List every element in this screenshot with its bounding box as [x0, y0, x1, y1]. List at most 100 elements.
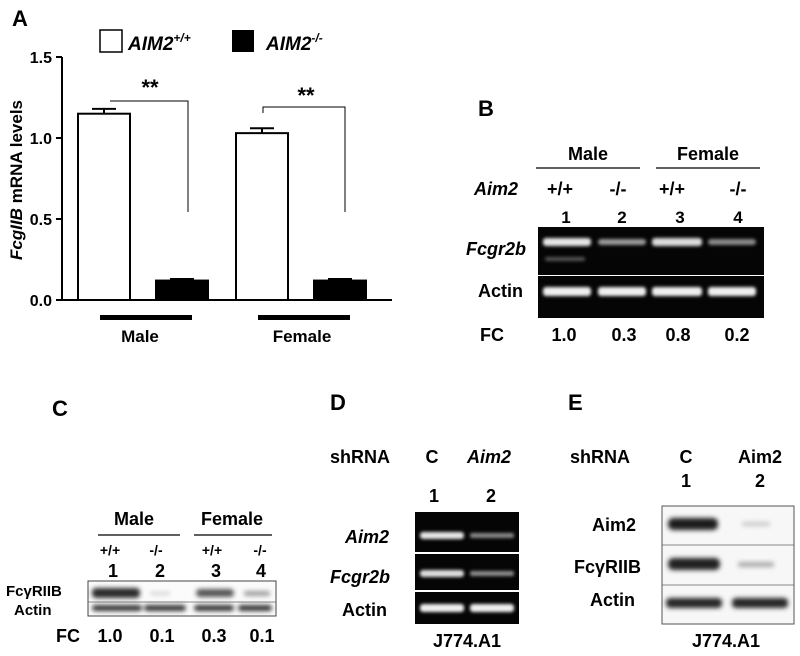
- bar-female-ko: [313, 279, 367, 301]
- band-d-fcgr2b-2: [470, 571, 514, 576]
- panel-b-female-label: Female: [677, 144, 739, 164]
- panel-b-fc-2: 0.3: [611, 325, 636, 345]
- panel-b-genotype-1: +/+: [547, 179, 573, 199]
- panel-c-genotype-3: +/+: [202, 542, 222, 558]
- panel-c: C Male Female +/+ -/- +/+ -/- 1 2 3 4 Fc…: [6, 396, 277, 646]
- panel-e-shrna-label: shRNA: [570, 447, 630, 467]
- band-c-fcgr-2: [150, 592, 170, 595]
- panel-c-fc-4: 0.1: [249, 626, 274, 646]
- panel-d-lane-1: 1: [429, 486, 439, 506]
- panel-b-row-fcgr2b: Fcgr2b: [466, 239, 526, 259]
- error-bar-female-wt: [250, 127, 274, 134]
- panel-b-fc-4: 0.2: [724, 325, 749, 345]
- band-d-fcgr2b-1: [420, 570, 464, 577]
- panel-b-fc-1: 1.0: [551, 325, 576, 345]
- panel-e-lane-2: 2: [755, 471, 765, 491]
- panel-b-fc-label: FC: [480, 325, 504, 345]
- band-b-actin-3: [652, 287, 702, 296]
- panel-b-genotype-3: +/+: [659, 179, 685, 199]
- panel-d-row-fcgr2b: Fcgr2b: [330, 567, 390, 587]
- panel-c-genotype-4: -/-: [253, 542, 267, 558]
- panel-d-cond-c: C: [426, 447, 439, 467]
- panel-c-genotype-2: -/-: [149, 542, 163, 558]
- group-label-male: Male: [121, 327, 159, 346]
- panel-b-genotype-label: Aim2: [473, 179, 518, 199]
- y-tick-group: 0.0 0.5 1.0 1.5: [30, 50, 62, 310]
- band-c-actin-4: [238, 605, 272, 611]
- panel-b-letter: B: [478, 96, 494, 121]
- panel-c-female-label: Female: [201, 509, 263, 529]
- panel-e-row-fcgr: FcγRIIB: [574, 557, 641, 577]
- band-c-actin-3: [194, 605, 234, 611]
- panel-d-cond-aim2: Aim2: [466, 447, 511, 467]
- panel-e-cond-aim2: Aim2: [738, 447, 782, 467]
- panel-c-genotype-1: +/+: [100, 542, 120, 558]
- panel-b-lane-2: 2: [617, 208, 626, 227]
- band-c-actin-2: [144, 605, 186, 611]
- band-b-actin-4: [708, 287, 756, 296]
- panel-b-lane-4: 4: [733, 208, 743, 227]
- panel-c-fc-1: 1.0: [97, 626, 122, 646]
- panel-d-row-aim2: Aim2: [344, 527, 389, 547]
- sig-bracket-female: [262, 106, 346, 212]
- band-d-actin-2: [470, 604, 514, 612]
- band-c-fcgr-3: [196, 589, 234, 597]
- panel-e: E shRNA C Aim2 1 2 Aim2 FcγRIIB Actin J7…: [568, 390, 795, 651]
- panel-d-row-actin: Actin: [342, 600, 387, 620]
- band-e-actin-1: [666, 598, 722, 608]
- panel-d-lane-2: 2: [486, 486, 496, 506]
- y-axis-label: FcgIIB mRNA levels: [7, 100, 26, 260]
- panel-e-row-actin: Actin: [590, 590, 635, 610]
- legend-wt-swatch: [99, 29, 123, 53]
- panel-b-fc-3: 0.8: [665, 325, 690, 345]
- y-tick-label-1: 0.5: [30, 212, 52, 229]
- band-d-aim2-2: [470, 533, 514, 538]
- panel-d: D shRNA C Aim2 1 2 Aim2 Fcgr2b Actin J77…: [330, 390, 519, 651]
- blot-c-bands: [92, 588, 272, 611]
- panel-c-male-label: Male: [114, 509, 154, 529]
- band-b-fcgr2b-1-lower: [545, 257, 585, 261]
- error-bar-male-wt: [92, 107, 116, 114]
- panel-a: A AIM2+/+ AIM2-/- FcgIIB mRNA levels 0.0…: [7, 6, 392, 346]
- band-d-aim2-1: [420, 532, 464, 539]
- band-c-actin-1: [92, 605, 142, 611]
- band-b-fcgr2b-2: [598, 239, 646, 245]
- panel-c-row-fcgr: FcγRIIB: [6, 583, 62, 600]
- panel-c-lane-3: 3: [211, 561, 221, 581]
- band-b-fcgr2b-3: [652, 238, 702, 246]
- band-e-fcgr-1: [668, 558, 720, 570]
- band-b-fcgr2b-4: [708, 239, 756, 245]
- gel-b-fcgr2b: [538, 227, 764, 275]
- blot-e-bands: [666, 518, 788, 608]
- band-c-fcgr-4: [244, 591, 270, 596]
- band-b-actin-1: [543, 287, 591, 296]
- band-e-aim2-2: [742, 522, 770, 526]
- panel-d-letter: D: [330, 390, 346, 415]
- panel-e-letter: E: [568, 390, 583, 415]
- gel-b-bands: [543, 238, 756, 296]
- panel-b-genotype-4: -/-: [730, 179, 747, 199]
- gel-d-bands: [420, 532, 514, 612]
- panel-a-letter: A: [12, 6, 28, 31]
- bar-male-ko: [155, 279, 209, 301]
- panel-c-letter: C: [52, 396, 68, 421]
- y-tick-label-0: 0.0: [30, 293, 52, 310]
- panel-c-row-actin: Actin: [14, 602, 52, 619]
- panel-c-fc-label: FC: [56, 626, 80, 646]
- legend-wt-label: AIM2+/+: [127, 31, 191, 55]
- group-bar-female: [258, 315, 350, 320]
- panel-b-lane-3: 3: [675, 208, 684, 227]
- band-c-fcgr-1: [92, 588, 140, 598]
- sig-label-female: **: [297, 83, 315, 108]
- bar-female-wt: [235, 132, 289, 301]
- band-e-aim2-1: [668, 518, 718, 530]
- legend-ko-label: AIM2-/-: [265, 31, 323, 55]
- error-bar-female-ko: [328, 277, 352, 281]
- error-bar-male-ko: [170, 277, 194, 281]
- panel-c-lane-4: 4: [256, 561, 266, 581]
- band-b-fcgr2b-1: [543, 238, 591, 246]
- group-bar-male: [100, 315, 192, 320]
- y-tick-label-2: 1.0: [30, 131, 52, 148]
- panel-c-fc-2: 0.1: [149, 626, 174, 646]
- panel-d-shrna-label: shRNA: [330, 447, 390, 467]
